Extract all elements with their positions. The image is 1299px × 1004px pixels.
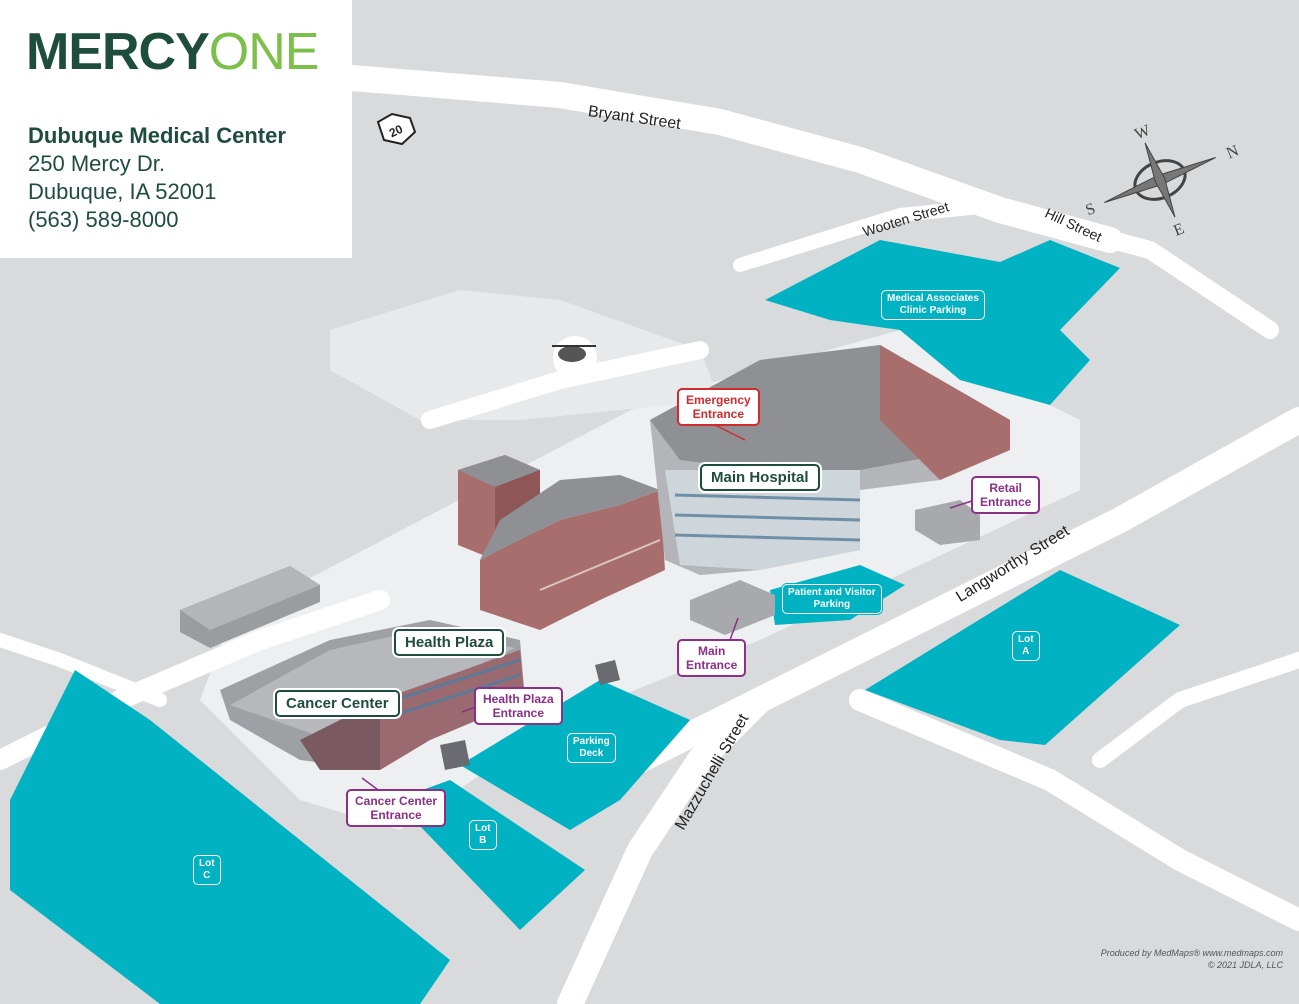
facility-city: Dubuque, IA 52001 [28, 179, 217, 204]
info-panel: MERCYONE Dubuque Medical Center 250 Merc… [0, 0, 352, 258]
main-entrance-arrow [729, 617, 739, 641]
credit-producer: Produced by MedMaps® www.medmaps.com [1100, 948, 1283, 958]
lot-c [10, 670, 450, 1004]
mazzuchelli-street-road [557, 687, 773, 1004]
facility-phone: (563) 589-8000 [28, 207, 179, 232]
label-cancer-center[interactable]: Cancer Center [275, 690, 400, 717]
heli-road [421, 341, 709, 429]
hill-street-road [991, 201, 1279, 339]
southwest-road [0, 633, 167, 707]
wooten-street-road [733, 198, 1007, 272]
south-road [849, 689, 1299, 931]
roads [0, 65, 1299, 1004]
north-paved-area [330, 290, 720, 420]
retail-arrow [949, 499, 976, 509]
medical-associates-parking [765, 240, 1120, 405]
facility-street: 250 Mercy Dr. [28, 151, 165, 176]
label-main-hospital[interactable]: Main Hospital [700, 464, 820, 491]
compass-west: W [1132, 122, 1153, 144]
route-20-number: 20 [387, 122, 405, 140]
label-health-plaza[interactable]: Health Plaza [394, 629, 505, 656]
mercyone-logo: MERCYONE [26, 23, 319, 81]
compass-rose: N S W E [1083, 122, 1241, 240]
east-road [1092, 652, 1299, 768]
facility-name: Dubuque Medical Center [28, 123, 286, 148]
credit-copyright: © 2021 JDLA, LLC [1207, 960, 1283, 970]
us-route-20-shield: 20 [376, 112, 417, 146]
emergency-arrow [714, 424, 746, 441]
helipad [552, 336, 597, 380]
